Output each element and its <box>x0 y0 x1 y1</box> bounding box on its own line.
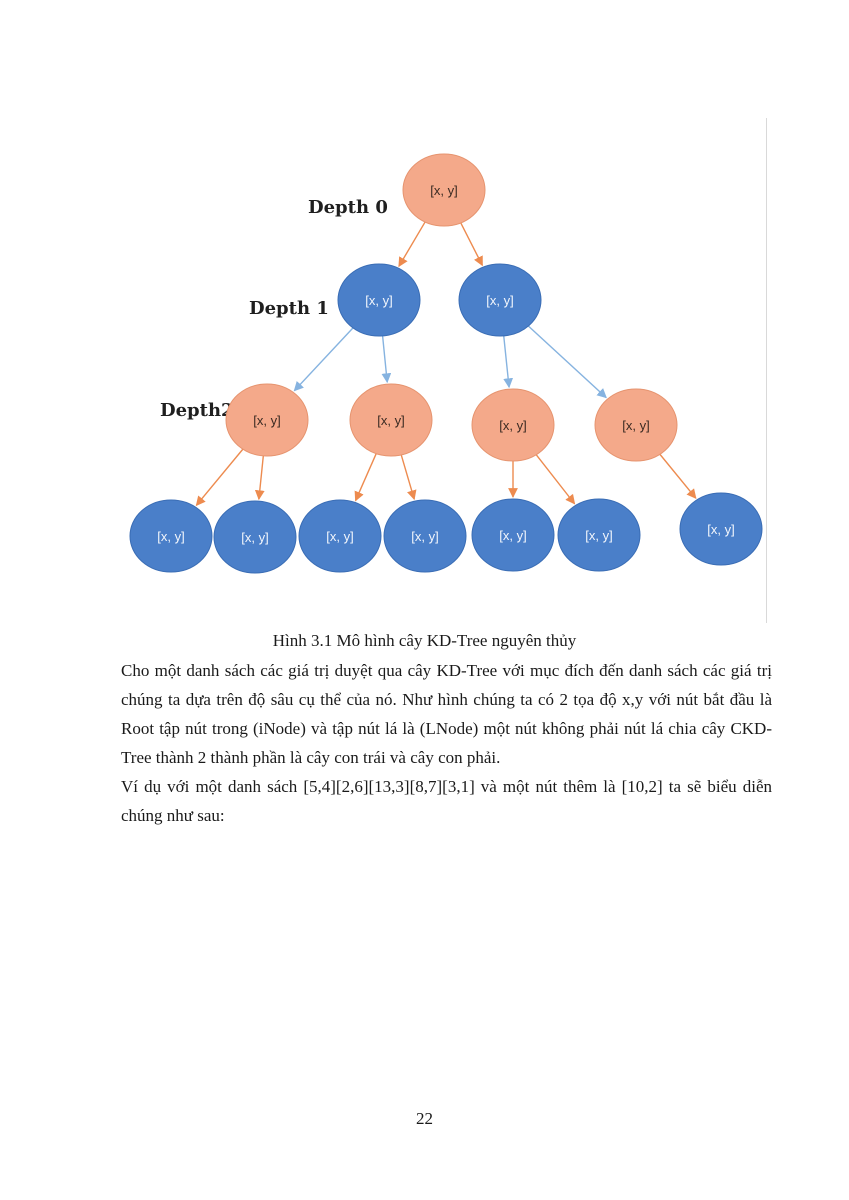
node-circle <box>225 383 309 457</box>
node-circle <box>679 492 763 566</box>
depth-2-label: Depth2 <box>160 400 234 421</box>
tree-edges <box>195 221 697 507</box>
node-circle <box>298 499 382 573</box>
node-d2-4: [x, y] <box>594 388 678 462</box>
depth-0-label: Depth 0 <box>308 197 388 218</box>
kd-tree-figure: Depth 0 Depth 1 Depth2 [x, y][x, y][x, y… <box>120 118 772 623</box>
node-label: [x, y] <box>157 529 184 544</box>
node-label: [x, y] <box>707 522 734 537</box>
node-leaf-7: [x, y] <box>679 492 763 566</box>
node-circle <box>337 263 421 337</box>
node-label: [x, y] <box>499 418 526 433</box>
depth-1-label: Depth 1 <box>249 298 329 319</box>
edge-d1-right-to-d2-3 <box>503 335 514 389</box>
node-d2-3: [x, y] <box>471 388 555 462</box>
edge-d1-left-to-d2-2 <box>381 335 392 384</box>
edge-d2-3-to-leaf-6 <box>535 454 576 505</box>
node-d2-2: [x, y] <box>349 383 433 457</box>
node-circle <box>383 499 467 573</box>
paragraph-2: Ví dụ với một danh sách [5,4][2,6][13,3]… <box>121 777 772 825</box>
node-d1-left: [x, y] <box>337 263 421 337</box>
edge-d2-2-to-leaf-4 <box>400 454 417 501</box>
node-label: [x, y] <box>253 413 280 428</box>
node-label: [x, y] <box>430 183 457 198</box>
node-label: [x, y] <box>377 413 404 428</box>
node-circle <box>349 383 433 457</box>
page-number: 22 <box>416 1109 433 1128</box>
node-label: [x, y] <box>622 418 649 433</box>
edge-d1-right-to-d2-4 <box>527 325 607 399</box>
node-leaf-4: [x, y] <box>383 499 467 573</box>
figure-caption: Hình 3.1 Mô hình cây KD-Tree nguyên thủy <box>272 631 577 650</box>
node-d1-right: [x, y] <box>458 263 542 337</box>
node-circle <box>471 498 555 572</box>
node-label: [x, y] <box>241 530 268 545</box>
node-circle <box>213 500 297 574</box>
node-circle <box>458 263 542 337</box>
edge-d1-left-to-d2-1 <box>293 327 354 392</box>
edge-root-to-d1-right <box>460 222 483 267</box>
node-leaf-3: [x, y] <box>298 499 382 573</box>
node-label: [x, y] <box>365 293 392 308</box>
node-label: [x, y] <box>326 529 353 544</box>
node-leaf-2: [x, y] <box>213 500 297 574</box>
figure-border <box>766 118 767 623</box>
edge-d2-1-to-leaf-1 <box>195 448 244 507</box>
node-leaf-1: [x, y] <box>129 499 213 573</box>
paragraph-1: Cho một danh sách các giá trị duyệt qua … <box>121 661 772 767</box>
node-leaf-6: [x, y] <box>557 498 641 572</box>
tree-nodes: [x, y] [x, y] [x, y] [x, y] [x, y] [x, y] [x, … <box>129 153 763 574</box>
edge-root-to-d1-left <box>398 221 426 268</box>
edge-d2-4-to-leaf-7 <box>659 453 697 499</box>
node-circle <box>129 499 213 573</box>
node-label: [x, y] <box>411 529 438 544</box>
node-root: [x, y] <box>402 153 486 227</box>
node-label: [x, y] <box>486 293 513 308</box>
node-circle <box>594 388 678 462</box>
node-d2-1: [x, y] <box>225 383 309 457</box>
node-circle <box>402 153 486 227</box>
node-label: [x, y] <box>499 528 526 543</box>
node-circle <box>557 498 641 572</box>
node-leaf-5: [x, y] <box>471 498 555 572</box>
kd-tree-diagram: Depth 0 Depth 1 Depth2 [x, y][x, y][x, y… <box>129 153 763 574</box>
edge-d2-1-to-leaf-2 <box>254 455 265 501</box>
node-label: [x, y] <box>585 528 612 543</box>
node-circle <box>471 388 555 462</box>
edge-d2-2-to-leaf-3 <box>354 453 377 502</box>
